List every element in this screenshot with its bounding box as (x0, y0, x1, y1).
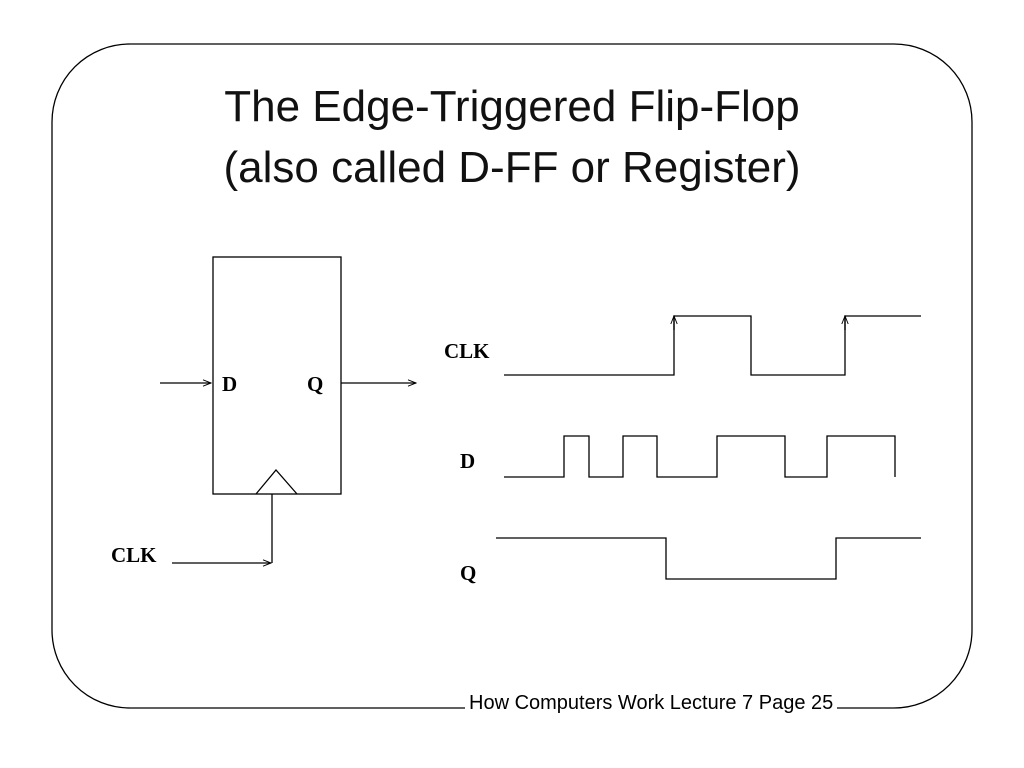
slide-title-line-2: (also called D-FF or Register) (223, 143, 801, 192)
q-waveform (496, 537, 921, 580)
clock-edge-triangle (255, 468, 298, 495)
timing-clk-label: CLK (444, 339, 490, 363)
slide-title-line-1: The Edge-Triggered Flip-Flop (224, 82, 800, 131)
flipflop-diagram (160, 256, 416, 563)
d-waveform (504, 435, 896, 478)
timing-q-label: Q (460, 561, 477, 585)
clk-waveform (504, 315, 921, 376)
flipflop-d-label: D (222, 372, 238, 396)
flipflop-box (212, 256, 342, 495)
timing-diagram (496, 315, 921, 580)
slide-footer: How Computers Work Lecture 7 Page 25 (465, 693, 838, 713)
timing-d-label: D (460, 449, 476, 473)
flipflop-clk-label: CLK (111, 543, 157, 567)
flipflop-q-label: Q (307, 372, 324, 396)
